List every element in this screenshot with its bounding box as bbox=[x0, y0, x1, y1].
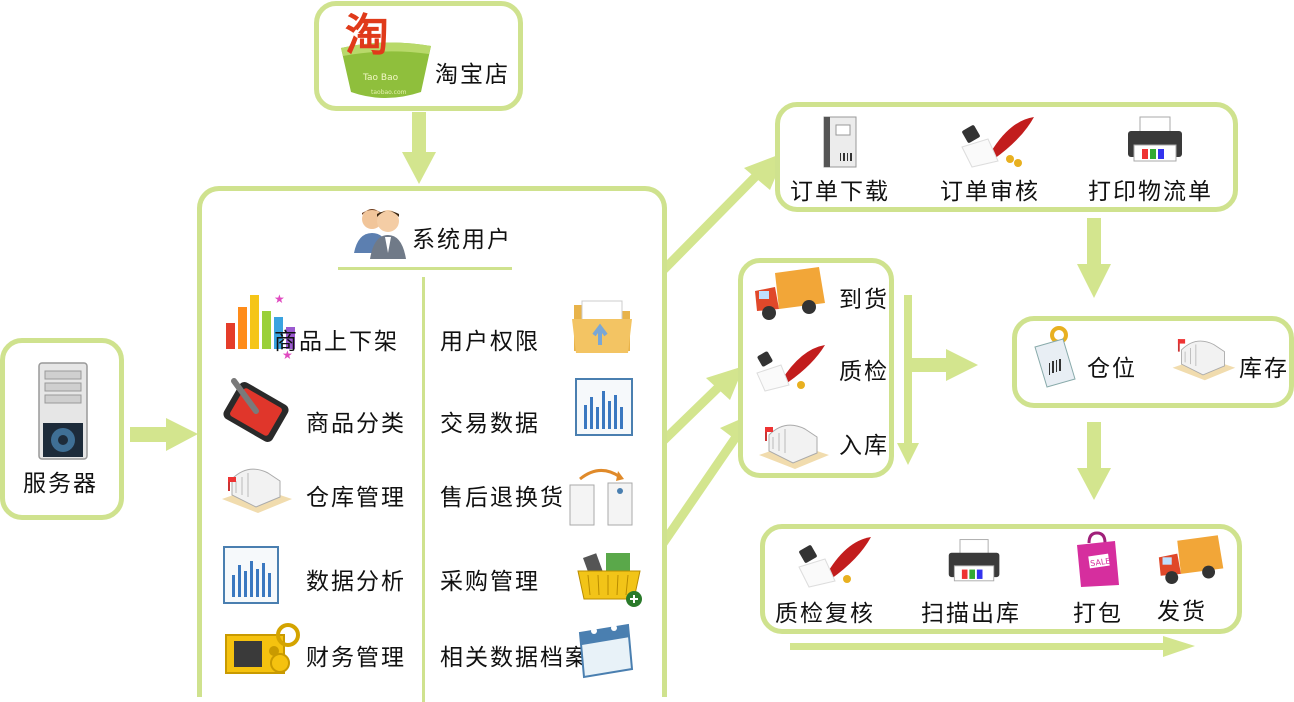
delivery-truck-icon bbox=[753, 265, 829, 329]
storage-item[interactable]: 仓位 bbox=[1087, 356, 1137, 382]
system-box: 系统用户 ★ ★ bbox=[197, 186, 667, 702]
order-item[interactable]: 打印物流单 bbox=[1088, 179, 1213, 205]
arrow-receiving-down bbox=[904, 295, 912, 445]
safe-icon bbox=[222, 621, 302, 681]
storage-item[interactable]: 库存 bbox=[1239, 356, 1289, 382]
arrow-storage-to-shipping bbox=[1087, 422, 1101, 470]
tag-key-icon bbox=[1025, 325, 1085, 397]
server-label: 服务器 bbox=[23, 471, 98, 497]
calendar-icon bbox=[574, 619, 638, 687]
taobao-box: 淘 Tao Bao taobao.com 淘宝店 bbox=[314, 1, 523, 111]
system-left-item[interactable]: 数据分析 bbox=[306, 569, 406, 595]
folder-icon bbox=[570, 295, 634, 359]
shipping-item[interactable]: 打包 bbox=[1073, 601, 1123, 627]
arrow-taobao-to-system bbox=[412, 112, 426, 154]
bar-chart-icon: ★ ★ bbox=[222, 291, 300, 365]
scanner-printer-icon bbox=[945, 537, 1005, 593]
shipping-item[interactable]: 发货 bbox=[1157, 599, 1207, 625]
exchange-buildings-icon bbox=[564, 463, 640, 533]
storehouse-icon bbox=[755, 415, 831, 475]
svg-text:taobao.com: taobao.com bbox=[371, 89, 407, 96]
arrow-orders-to-storage bbox=[1087, 218, 1101, 266]
svg-text:★: ★ bbox=[274, 292, 285, 306]
system-title-underline bbox=[338, 267, 512, 270]
server-icon bbox=[35, 361, 91, 465]
receiving-item[interactable]: 到货 bbox=[839, 287, 889, 313]
svg-text:Tao Bao: Tao Bao bbox=[362, 73, 399, 83]
orders-box: 订单下载 订单审核 打印物流单 bbox=[775, 102, 1238, 212]
system-right-item[interactable]: 交易数据 bbox=[440, 411, 540, 437]
system-right-item[interactable]: 用户权限 bbox=[440, 329, 540, 355]
seal-quill-icon bbox=[958, 113, 1038, 173]
receiving-item[interactable]: 质检 bbox=[839, 359, 889, 385]
warehouse-icon bbox=[218, 459, 294, 519]
inventory-warehouse-icon bbox=[1169, 331, 1237, 387]
order-item[interactable]: 订单审核 bbox=[940, 179, 1040, 205]
data-screen-icon bbox=[574, 377, 636, 445]
recheck-quill-icon bbox=[795, 533, 873, 593]
storage-box: 仓位 库存 bbox=[1012, 316, 1294, 408]
taobao-label: 淘宝店 bbox=[435, 62, 510, 88]
svg-text:SALE: SALE bbox=[1090, 556, 1111, 568]
order-item[interactable]: 订单下载 bbox=[790, 179, 890, 205]
arrow-receiving-to-storage bbox=[906, 358, 948, 372]
receiving-box: 到货 质检 入库 bbox=[738, 258, 894, 478]
shipping-box: SALE 质检复核 扫描出库 打包 发货 bbox=[760, 524, 1242, 634]
svg-text:淘: 淘 bbox=[345, 10, 389, 61]
system-left-item[interactable]: 商品分类 bbox=[306, 411, 406, 437]
system-right-item[interactable]: 采购管理 bbox=[440, 569, 540, 595]
server-box: 服务器 bbox=[0, 338, 124, 520]
shipping-truck-icon bbox=[1157, 533, 1227, 593]
shipping-item[interactable]: 质检复核 bbox=[775, 601, 875, 627]
shipping-item[interactable]: 扫描出库 bbox=[921, 601, 1021, 627]
system-left-item[interactable]: 仓库管理 bbox=[306, 485, 406, 511]
system-left-item[interactable]: 财务管理 bbox=[306, 645, 406, 671]
system-right-item[interactable]: 相关数据档案 bbox=[440, 645, 590, 671]
shopping-basket-icon bbox=[576, 549, 648, 615]
arrow-shipping-bottom bbox=[790, 643, 1165, 650]
users-icon bbox=[352, 203, 408, 263]
arrow-server-to-system bbox=[130, 427, 168, 442]
system-divider bbox=[422, 277, 425, 702]
shopping-bag-icon: SALE bbox=[1071, 529, 1123, 593]
tablet-pen-icon bbox=[220, 377, 292, 447]
receiving-item[interactable]: 入库 bbox=[839, 433, 889, 459]
system-title: 系统用户 bbox=[412, 227, 512, 253]
system-left-item[interactable]: 商品上下架 bbox=[274, 329, 399, 355]
order-sheet-icon bbox=[820, 115, 860, 173]
system-right-item[interactable]: 售后退换货 bbox=[440, 485, 565, 511]
inspection-quill-icon bbox=[755, 343, 827, 397]
taobao-logo-icon: 淘 Tao Bao taobao.com bbox=[333, 8, 438, 110]
printer-icon bbox=[1124, 115, 1188, 173]
svg-text:★: ★ bbox=[282, 348, 293, 361]
analytics-screen-icon bbox=[222, 545, 282, 613]
